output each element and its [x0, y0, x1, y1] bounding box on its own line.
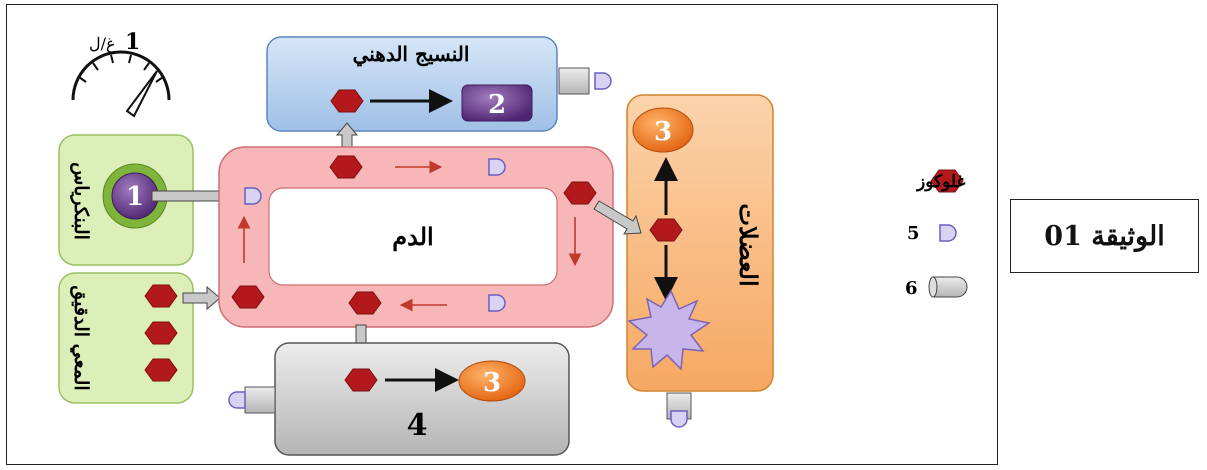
legend-6-label: 6 — [905, 278, 918, 299]
number-4: 4 — [407, 408, 428, 443]
number-1: 1 — [126, 182, 144, 212]
pancreas-label: البنكرياس — [70, 162, 92, 240]
number-3: 3 — [483, 368, 501, 398]
diagram-frame: 1 غ/ل النسيج الدهني 2 البنكرياس 1 المعي … — [6, 4, 998, 465]
storage-circle-3 — [632, 107, 694, 153]
glucose-transporter-icon — [558, 67, 612, 95]
blood-label: الدم — [392, 222, 433, 252]
document-label-box: الوثيقة 01 — [1010, 199, 1199, 273]
number-2: 2 — [488, 90, 506, 120]
intestine-label: المعي الدقيق — [69, 285, 92, 390]
storage-circle-3 — [458, 360, 526, 402]
hormone-d-icon — [244, 187, 262, 205]
document-label: الوثيقة 01 — [1044, 220, 1165, 252]
glucose-transporter-icon — [228, 386, 276, 414]
uptake-arrow — [593, 200, 642, 235]
blood-inner — [268, 187, 558, 286]
legend-5-icon — [939, 224, 957, 242]
absorption-arrow — [182, 285, 221, 311]
gauge-icon — [71, 50, 171, 118]
legend-5-label: 5 — [907, 223, 920, 244]
hormone-d-icon — [488, 158, 506, 176]
storage-box-2 — [461, 84, 533, 122]
hormone-d-icon — [488, 294, 506, 312]
adipose-tissue-label: النسيج الدهني — [353, 42, 470, 67]
legend-glucose-label: غلوكوز — [915, 172, 965, 192]
legend-6-icon — [928, 276, 968, 298]
gauge-value: 1 — [125, 29, 140, 55]
glucose-regulation-diagram: 1 غ/ل النسيج الدهني 2 البنكرياس 1 المعي … — [58, 29, 968, 456]
number-3: 3 — [654, 117, 672, 147]
gauge-unit: غ/ل — [89, 34, 116, 53]
energy-burst-icon — [627, 289, 711, 371]
muscles-label: العضلات — [734, 203, 763, 286]
glucose-transporter-icon — [666, 392, 692, 428]
